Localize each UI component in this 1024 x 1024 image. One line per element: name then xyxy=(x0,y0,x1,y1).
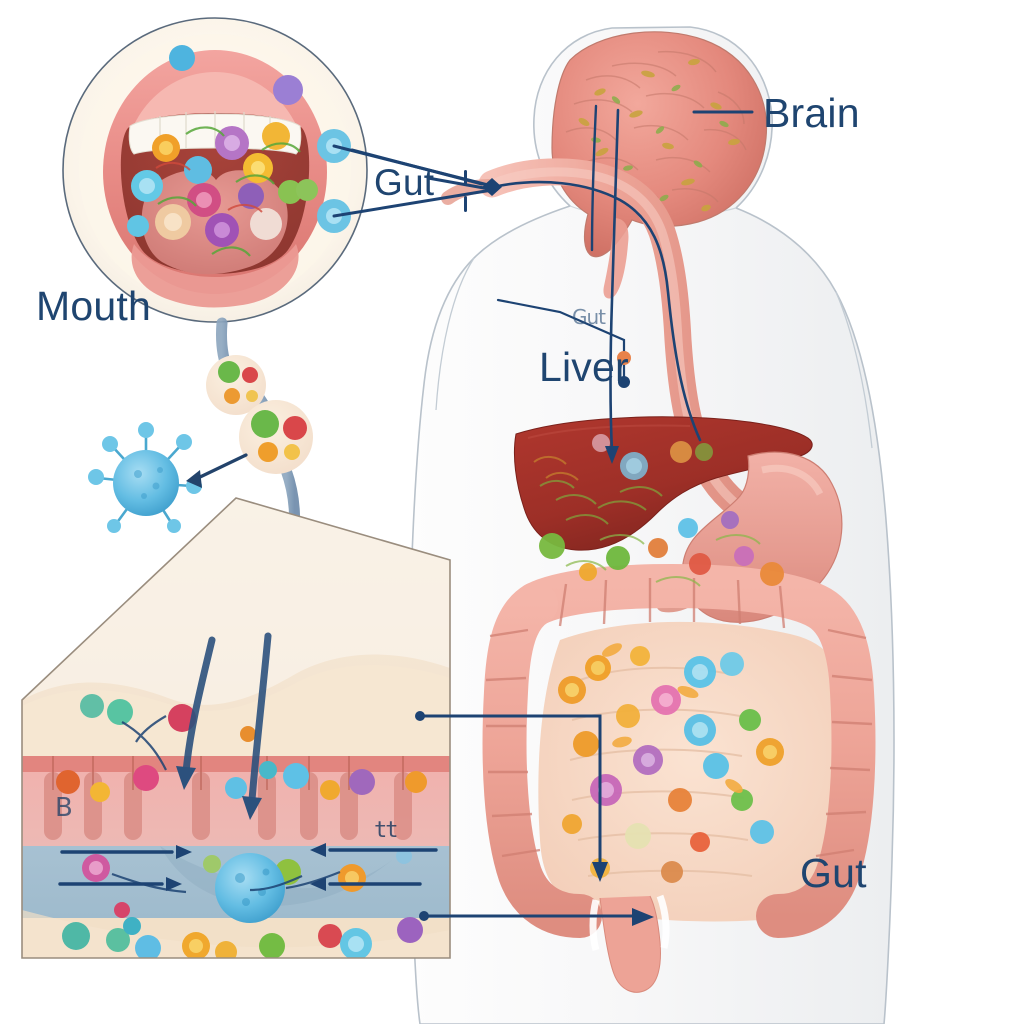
label-brain: Brain xyxy=(763,90,860,136)
small-intestine xyxy=(538,621,848,922)
translocation-node-1 xyxy=(206,355,266,415)
epithelium-panel xyxy=(21,497,451,959)
label-gut-top: Gut xyxy=(374,162,435,203)
large-intestine xyxy=(482,563,876,993)
free-microbe-blue-virus xyxy=(84,421,208,545)
epithelium-to-colon xyxy=(418,714,602,870)
mouth-connector-extra xyxy=(350,148,484,186)
brain-organ xyxy=(551,31,768,299)
label-gut-vagus-artifact: Gut xyxy=(572,305,606,329)
panel-entry-arrowheads xyxy=(176,766,262,820)
translocation-node-2 xyxy=(239,400,313,474)
label-blood-artifact: B xyxy=(55,793,74,823)
gut-top-leader xyxy=(426,176,486,190)
label-villi-artifact: tt xyxy=(374,818,398,843)
mouth-connector-lower xyxy=(332,188,494,218)
connector-arrowheads xyxy=(415,170,654,926)
vagus-branch xyxy=(590,104,598,252)
connector-lines xyxy=(332,104,754,918)
mouth-inset-illustration xyxy=(62,17,368,323)
label-liver: Liver xyxy=(539,344,629,390)
liver-organ xyxy=(513,416,813,551)
label-mouth: Mouth xyxy=(36,283,151,329)
vagus-nerve-line xyxy=(609,108,620,454)
oral-microbes xyxy=(127,45,303,257)
gut-axis-line xyxy=(496,180,702,442)
panel-entry-arrows xyxy=(182,632,272,804)
label-gut-bottom: Gut xyxy=(800,850,867,896)
liver-leader-bead xyxy=(617,351,631,365)
gut-microbe-cluster xyxy=(539,511,784,883)
